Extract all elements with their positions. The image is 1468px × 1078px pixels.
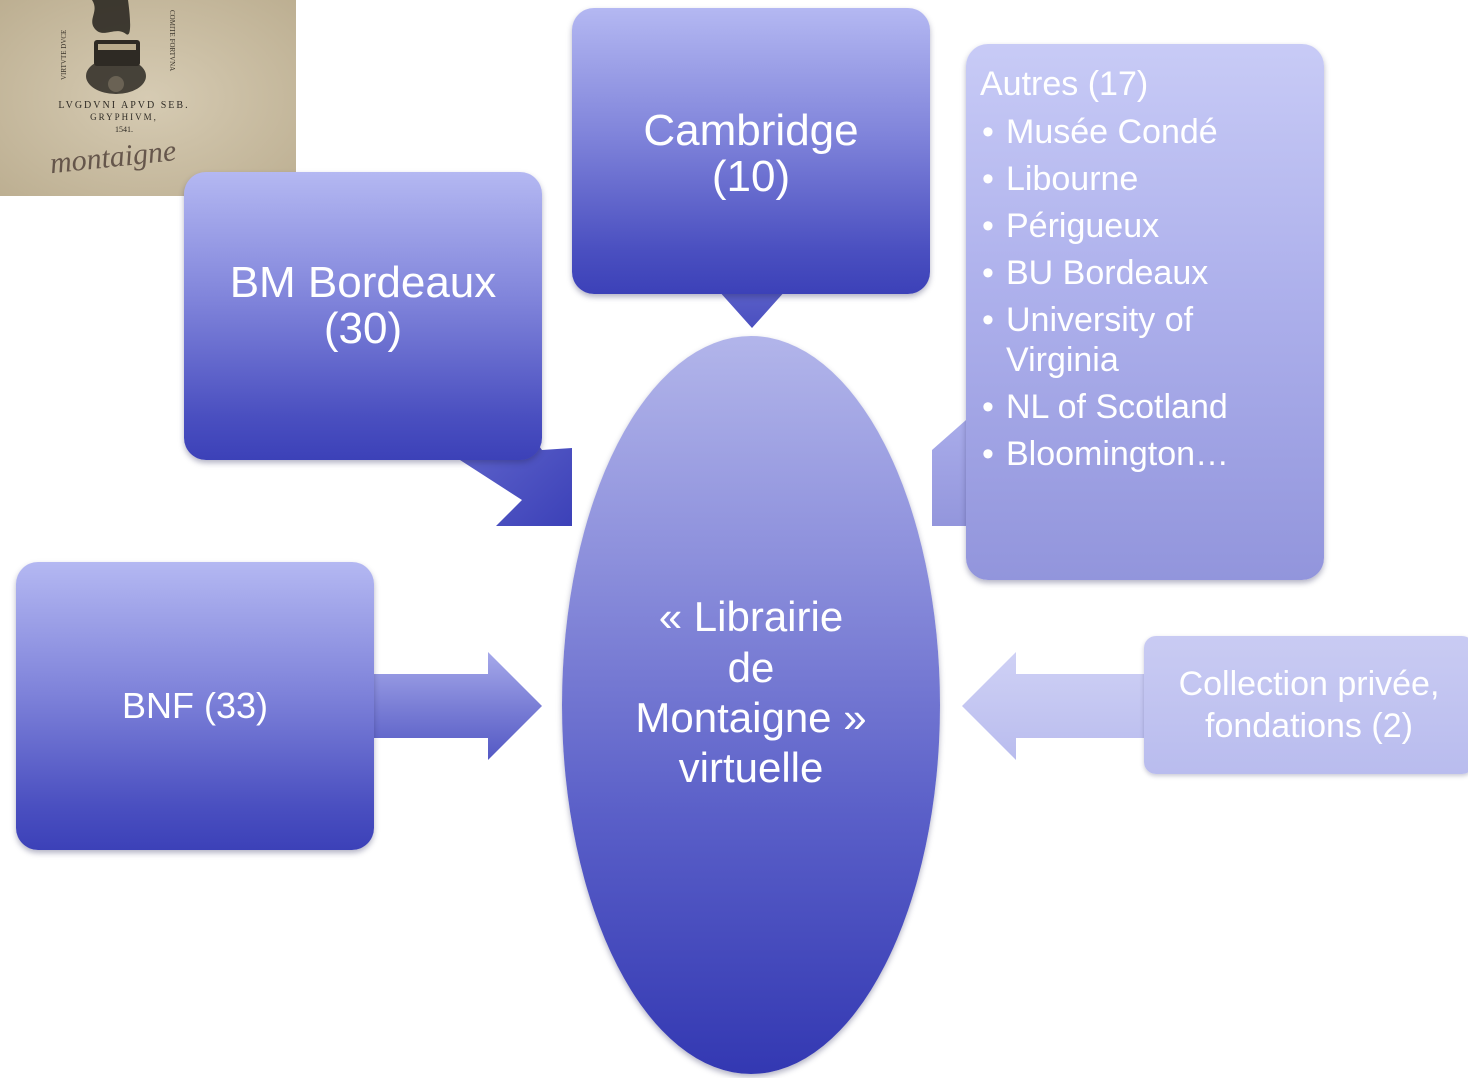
bnf-label: BNF (33) <box>121 685 269 727</box>
side-text-right: COMITE FORTVNA <box>168 10 176 71</box>
imprint-line-1: LVGDVNI APVD SEB. <box>58 100 189 111</box>
collection-privee-label: Collection privée, fondations (2) <box>1178 664 1440 746</box>
autres-arrow <box>932 420 966 526</box>
bnf-box: BNF (33) <box>16 562 374 850</box>
list-item: University of Virginia <box>980 300 1306 380</box>
collection-privee-box: Collection privée, fondations (2) <box>1144 636 1468 774</box>
list-item: Périgueux <box>980 206 1306 246</box>
cambridge-arrow <box>718 290 786 328</box>
center-label: « Librairie de Montaigne » virtuelle <box>635 593 867 792</box>
bnf-arrow <box>374 652 542 760</box>
printers-device-emblem <box>86 0 146 94</box>
autres-title: Autres (17) <box>980 65 1149 103</box>
list-item: Musée Condé <box>980 112 1306 152</box>
autres-list: Musée Condé Libourne Périgueux BU Bordea… <box>980 112 1306 474</box>
autres-box: Autres (17) Musée Condé Libourne Périgue… <box>966 44 1324 580</box>
list-item: Libourne <box>980 159 1306 199</box>
list-item: NL of Scotland <box>980 387 1306 427</box>
imprint-line-2: GRYPHIVM, <box>90 112 158 122</box>
bm-bordeaux-box: BM Bordeaux (30) <box>184 172 542 460</box>
prive-arrow <box>962 652 1146 760</box>
imprint-line-3: 1541. <box>115 125 133 134</box>
cambridge-label: Cambridge (10) <box>643 106 859 202</box>
center-ellipse: « Librairie de Montaigne » virtuelle <box>562 336 940 1074</box>
side-text-left: VIRTVTE DVCE <box>60 30 68 80</box>
list-item: Bloomington… <box>980 434 1306 474</box>
book-page-thumbnail: VIRTVTE DVCE COMITE FORTVNA LVGDVNI APVD… <box>0 0 296 196</box>
cambridge-box: Cambridge (10) <box>572 8 930 294</box>
list-item: BU Bordeaux <box>980 253 1306 293</box>
bm-bordeaux-label: BM Bordeaux (30) <box>229 257 497 353</box>
